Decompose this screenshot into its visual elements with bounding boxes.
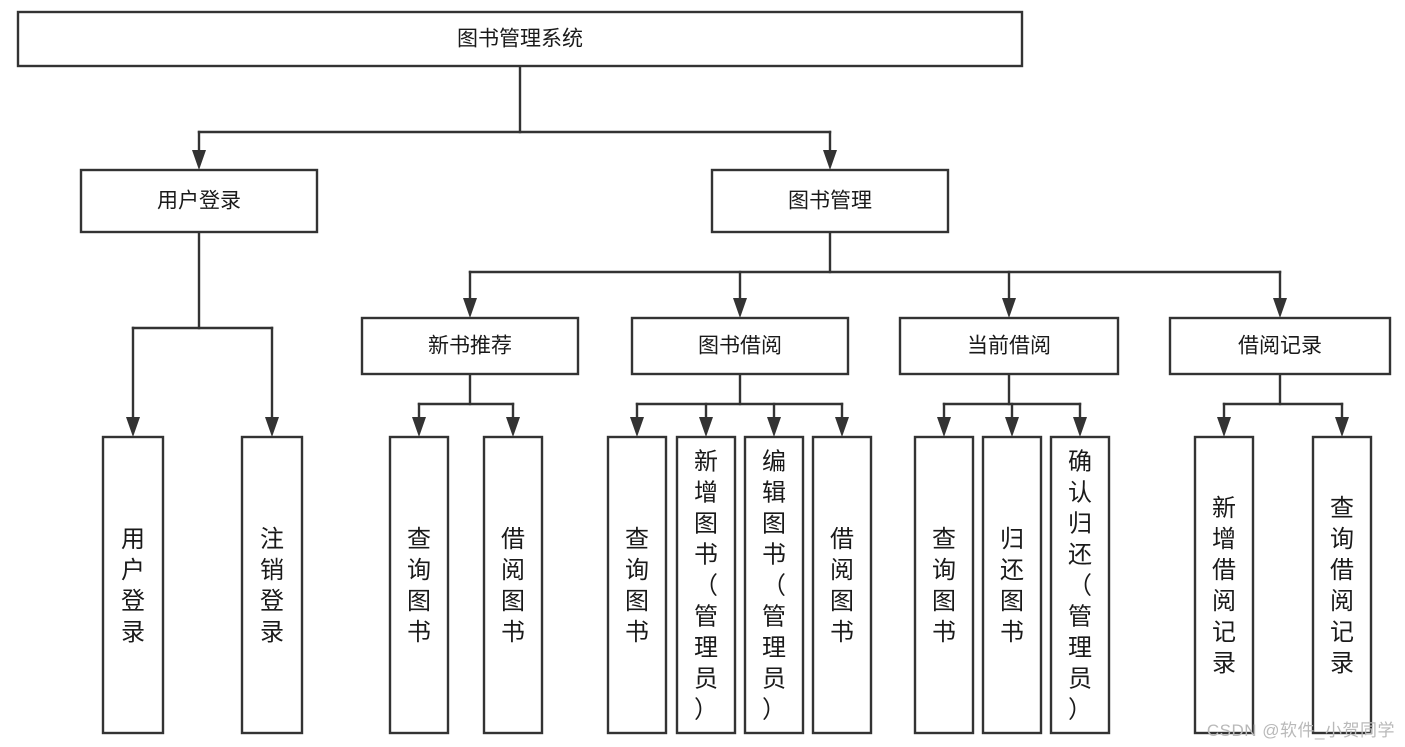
node-rect[interactable] [482,435,544,735]
node-label: 查询图书 [407,526,431,646]
level2-node-0[interactable]: 用户登录 [79,168,319,234]
connector-lines [126,64,1349,437]
node-label: 注销登录 [260,526,284,646]
node-label: 图书管理 [788,190,872,213]
node-label: 查询图书 [932,526,956,646]
arrow-head-icon [1273,298,1287,318]
arrow-head-icon [126,417,140,437]
node-rect[interactable] [388,435,450,735]
node-label: 借阅图书 [501,526,525,646]
node-label: 图书管理系统 [457,28,583,51]
node-rect[interactable] [675,435,737,735]
node-label: 新书推荐 [428,335,512,358]
node-label: 用户登录 [157,190,241,213]
leaf-node-5[interactable]: 新增图书（管理员） [675,435,737,735]
arrow-head-icon [1073,417,1087,437]
node-rect[interactable] [79,168,319,234]
leaf-node-10[interactable]: 确认归还（管理员） [1049,435,1111,735]
node-rect[interactable] [913,435,975,735]
node-label: 借阅图书 [830,526,854,646]
arrow-head-icon [937,417,951,437]
node-label: 新增借阅记录 [1212,495,1236,677]
leaf-node-3[interactable]: 借阅图书 [482,435,544,735]
root-node-book-management-system[interactable]: 图书管理系统 [16,10,1024,68]
node-label: 用户登录 [121,526,145,646]
node-label: 查询借阅记录 [1330,495,1354,677]
node-label: 确认归还（管理员） [1068,449,1092,724]
node-label: 编辑图书（管理员） [762,449,786,724]
arrow-head-icon [1002,298,1016,318]
leaf-node-7[interactable]: 借阅图书 [811,435,873,735]
node-rect[interactable] [630,316,850,376]
node-rect[interactable] [606,435,668,735]
node-rect[interactable] [1311,435,1373,735]
arrow-head-icon [699,417,713,437]
node-rect[interactable] [240,435,304,735]
level2-node-1[interactable]: 图书管理 [710,168,950,234]
level3-node-1[interactable]: 图书借阅 [630,316,850,376]
node-rect[interactable] [981,435,1043,735]
level3-node-3[interactable]: 借阅记录 [1168,316,1392,376]
node-label: 查询图书 [625,526,649,646]
node-rect[interactable] [1168,316,1392,376]
arrow-head-icon [1005,417,1019,437]
node-rect[interactable] [710,168,950,234]
level3-node-2[interactable]: 当前借阅 [898,316,1120,376]
arrow-head-icon [767,417,781,437]
arrow-head-icon [630,417,644,437]
node-boxes: 图书管理系统用户登录图书管理新书推荐图书借阅当前借阅借阅记录用户登录注销登录查询… [16,10,1392,735]
leaf-node-1[interactable]: 注销登录 [240,435,304,735]
node-rect[interactable] [16,10,1024,68]
leaf-node-2[interactable]: 查询图书 [388,435,450,735]
arrow-head-icon [192,150,206,170]
node-label: 当前借阅 [967,335,1051,358]
arrow-head-icon [506,417,520,437]
node-label: 归还图书 [1000,526,1024,646]
node-rect[interactable] [101,435,165,735]
arrow-head-icon [412,417,426,437]
node-rect[interactable] [360,316,580,376]
leaf-node-11[interactable]: 新增借阅记录 [1193,435,1255,735]
arrow-head-icon [265,417,279,437]
leaf-node-9[interactable]: 归还图书 [981,435,1043,735]
arrow-head-icon [1335,417,1349,437]
arrow-head-icon [1217,417,1231,437]
level3-node-0[interactable]: 新书推荐 [360,316,580,376]
node-label: 图书借阅 [698,335,782,358]
arrow-head-icon [733,298,747,318]
node-rect[interactable] [898,316,1120,376]
node-rect[interactable] [743,435,805,735]
leaf-node-4[interactable]: 查询图书 [606,435,668,735]
leaf-node-8[interactable]: 查询图书 [913,435,975,735]
arrow-head-icon [835,417,849,437]
arrow-head-icon [823,150,837,170]
leaf-node-12[interactable]: 查询借阅记录 [1311,435,1373,735]
node-label: 借阅记录 [1238,335,1322,358]
node-label: 新增图书（管理员） [694,449,718,724]
node-rect[interactable] [1193,435,1255,735]
watermark-text: CSDN @软件_小贺同学 [1206,721,1395,740]
leaf-node-6[interactable]: 编辑图书（管理员） [743,435,805,735]
arrow-head-icon [463,298,477,318]
node-rect[interactable] [811,435,873,735]
node-rect[interactable] [1049,435,1111,735]
leaf-node-0[interactable]: 用户登录 [101,435,165,735]
